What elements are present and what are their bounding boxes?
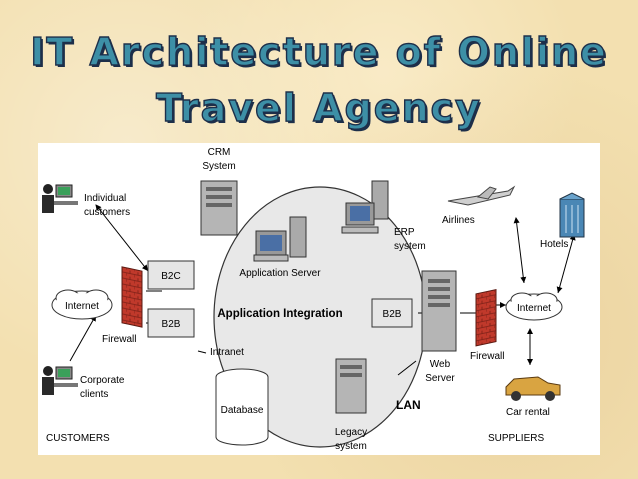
customers-label: CUSTOMERS [46, 433, 110, 444]
crm-label-2: System [202, 161, 235, 172]
firewall-right-label: Firewall [470, 351, 504, 362]
slide-title-line-2: Travel Agency [0, 86, 638, 130]
web-server-icon [422, 271, 456, 351]
corporate-clients-label-2: clients [80, 389, 108, 400]
car-icon [506, 377, 560, 401]
hotel-icon [560, 193, 584, 237]
suppliers-label: SUPPLIERS [488, 433, 544, 444]
application-server-label: Application Server [239, 268, 321, 279]
airplane-icon [448, 187, 514, 205]
web-server-label-1: Web [430, 359, 451, 370]
architecture-diagram: CRM System Application Server ERP system… [38, 143, 600, 455]
crm-server-icon [201, 181, 237, 235]
legacy-server-icon [336, 359, 366, 413]
firewall-left-icon [122, 267, 142, 327]
individual-customers-label-2: customers [84, 207, 130, 218]
firewall-left-label: Firewall [102, 334, 136, 345]
crm-label-1: CRM [208, 147, 231, 158]
individual-customer-icon [42, 184, 78, 213]
corporate-client-icon [42, 366, 78, 395]
airlines-label: Airlines [442, 215, 475, 226]
individual-customers-label-1: Individual [84, 193, 126, 204]
hotels-label: Hotels [540, 239, 568, 250]
legacy-label-2: system [335, 441, 367, 452]
car-rental-label: Car rental [506, 407, 550, 418]
internet-right-label: Internet [517, 303, 551, 314]
application-integration-label: Application Integration [217, 308, 342, 320]
web-server-label-2: Server [425, 373, 455, 384]
corporate-clients-label-1: Corporate [80, 375, 125, 386]
internet-left-label: Internet [65, 301, 99, 312]
b2b-left-label: B2B [162, 319, 181, 330]
intranet-label: Intranet [210, 347, 244, 358]
slide-title-line-1: IT Architecture of Online [0, 30, 638, 74]
erp-label-1: ERP [394, 227, 415, 238]
b2b-right-label: B2B [383, 309, 402, 320]
firewall-right-icon [476, 290, 496, 346]
database-label: Database [221, 405, 264, 416]
legacy-label-1: Legacy [335, 427, 367, 438]
erp-label-2: system [394, 241, 426, 252]
b2c-label: B2C [161, 271, 180, 282]
lan-label: LAN [396, 398, 421, 412]
